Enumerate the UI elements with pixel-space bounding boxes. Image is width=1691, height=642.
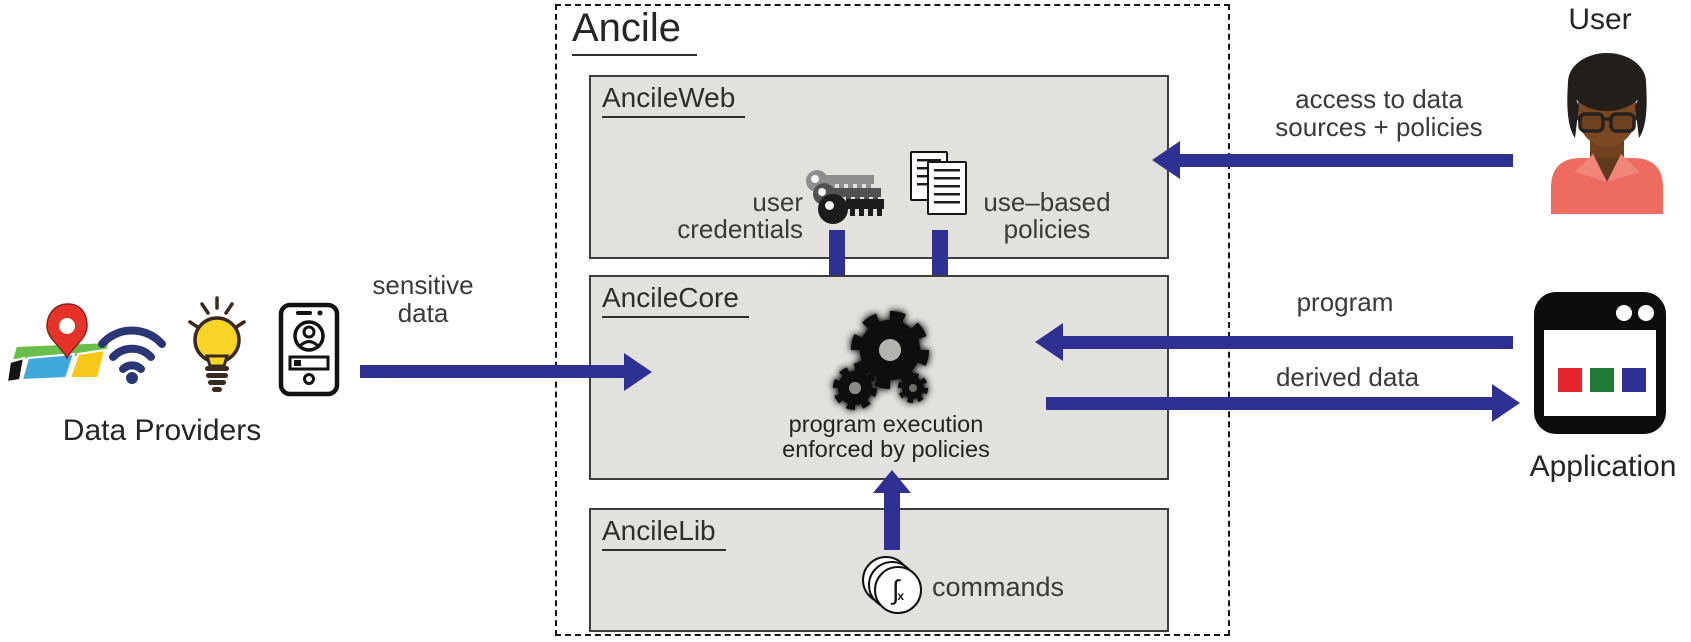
core-caption: program execution enforced by policies: [782, 411, 990, 462]
user-avatar-icon: [1551, 53, 1663, 214]
map-pin-icon: [6, 303, 112, 384]
ancilelib-label: AncileLib: [602, 515, 726, 551]
sensitive-data-label: sensitive data: [372, 270, 474, 328]
policy-documents-icon: [910, 149, 970, 215]
use-based-policies-label: use–based policies: [983, 187, 1111, 244]
integral-symbol: ∫: [891, 574, 900, 605]
ancileweb-label: AncileWeb: [602, 82, 746, 118]
user-credentials-label: user credentials: [677, 187, 803, 244]
data-providers-label: Data Providers: [62, 414, 262, 447]
access-label: access to data sources + policies: [1275, 84, 1483, 142]
commands-label: commands: [932, 572, 1065, 602]
user-label: User: [1568, 3, 1632, 36]
ancilecore-label: AncileCore: [602, 282, 749, 318]
ancileweb-box: AncileWeb: [589, 75, 1169, 259]
ancile-dashed-box: [555, 4, 1230, 636]
application-window-icon: [1534, 292, 1666, 434]
application-label: Application: [1529, 450, 1677, 483]
function-commands-icon: ∫x: [860, 556, 922, 616]
integral-subscript: x: [897, 589, 905, 603]
wifi-icon: [98, 326, 166, 384]
program-label: program: [1296, 287, 1394, 317]
gears-icon: [810, 303, 940, 410]
smartphone-contact-icon: [278, 302, 340, 397]
keys-icon: [806, 170, 884, 228]
lightbulb-icon: [188, 296, 246, 392]
ancile-title: Ancile: [572, 6, 697, 56]
derived-data-label: derived data: [1275, 362, 1420, 392]
